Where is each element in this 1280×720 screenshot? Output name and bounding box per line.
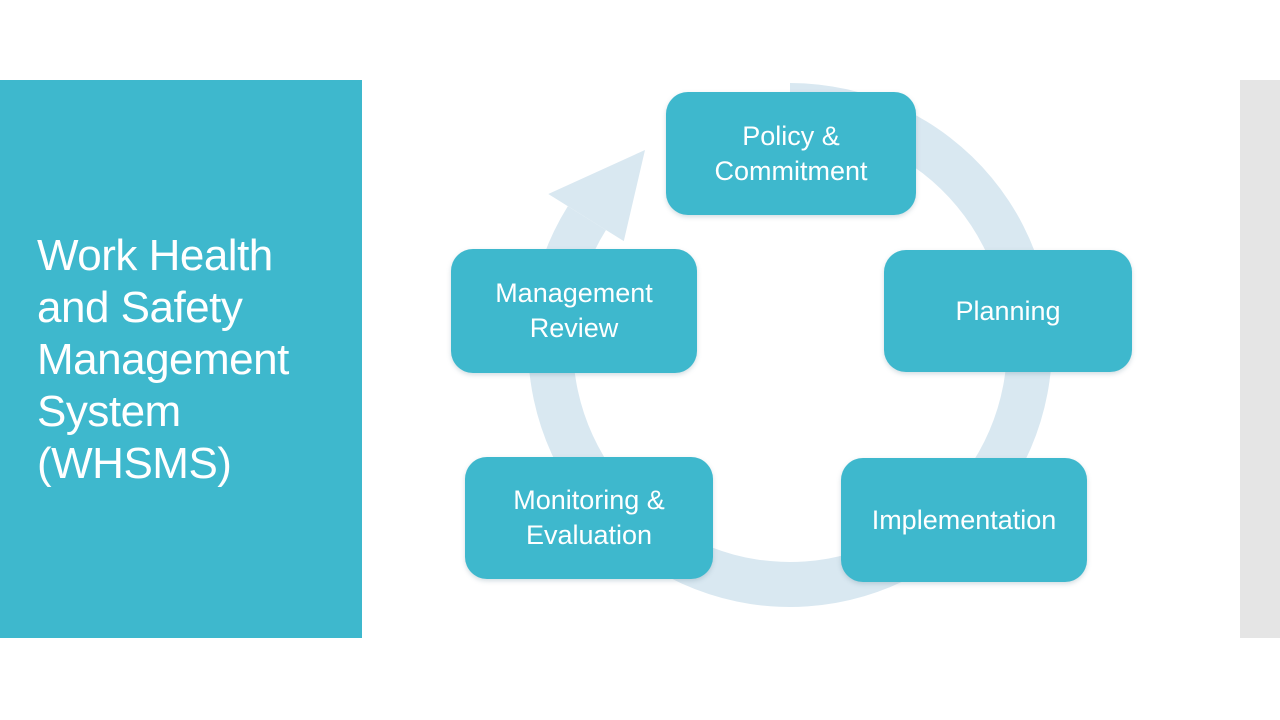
cycle-node-implementation: Implementation	[841, 458, 1087, 582]
cycle-node-planning: Planning	[884, 250, 1132, 372]
cycle-arrowhead-icon	[548, 150, 645, 242]
right-accent-bar	[1240, 80, 1280, 638]
cycle-node-policy-commitment: Policy & Commitment	[666, 92, 916, 215]
cycle-node-management-review: Management Review	[451, 249, 697, 373]
slide-title: Work Health and Safety Management System…	[37, 231, 289, 488]
title-panel: Work Health and Safety Management System…	[0, 80, 362, 638]
cycle-node-monitoring-evaluation: Monitoring & Evaluation	[465, 457, 713, 579]
